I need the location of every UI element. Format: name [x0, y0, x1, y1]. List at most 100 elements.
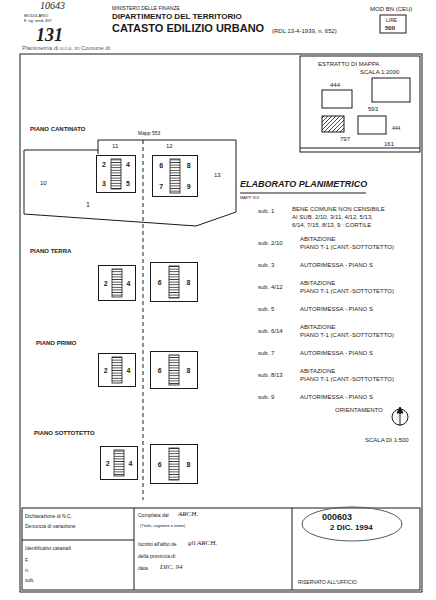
room-number: 8	[186, 461, 190, 468]
room-number: 6	[158, 367, 162, 374]
plan-label: Mapp 553	[138, 131, 160, 136]
plan-label: F.	[25, 558, 29, 563]
plan-label: 10	[40, 180, 47, 186]
plan-label: MAPP 553	[240, 196, 259, 200]
plan-label: Planimetria di u.i.u. in Comune di	[22, 45, 110, 51]
room-number: 7	[159, 183, 163, 190]
plan-block: 24	[100, 446, 138, 480]
plan-label: AUTORIMESSA - PIANO S	[300, 350, 373, 356]
plan-label: Identificativi catastali	[25, 546, 71, 551]
room-number: 8	[186, 279, 190, 286]
map-building	[372, 78, 410, 102]
plan-label: 000603	[322, 513, 352, 522]
plan-label: PIANO T-1 (CANT.-SOTTOTETTO)	[300, 244, 394, 250]
room-number: 2	[102, 161, 106, 168]
stair-symbol	[169, 448, 179, 480]
plan-label: sub. 7	[258, 350, 274, 356]
room-number: 4	[126, 161, 130, 168]
room-number: 4	[126, 280, 130, 287]
map-building-hatched	[322, 116, 344, 132]
title-underline	[240, 193, 366, 194]
plan-label: 444	[392, 126, 400, 131]
plan-label: 10643	[40, 1, 65, 11]
plan-label: sub. 8/13	[258, 372, 283, 378]
stair-symbol	[112, 269, 122, 297]
room-number: 2	[104, 367, 108, 374]
plan-label: sub. 3	[258, 262, 274, 268]
plan-block: 68	[150, 351, 198, 389]
plan-block: 24	[98, 265, 136, 301]
plan-label: sub. 6/14	[258, 328, 283, 334]
plan-label: PIANO TERRA	[30, 248, 71, 254]
plan-block: 24	[98, 353, 136, 387]
plan-label: sub. 2/10	[258, 240, 283, 246]
room-number: 5	[126, 180, 130, 187]
plan-label: ESTRATTO DI MAPPA	[318, 61, 379, 67]
plan-label: LIRE	[386, 18, 397, 23]
room-number: 6	[158, 279, 162, 286]
plan-label: MOD BN (CEU)	[370, 6, 412, 12]
plan-label: 13	[214, 172, 221, 178]
plan-label: PIANO T-1 (CANT.-SOTTOTETTO)	[300, 332, 394, 338]
plan-label: MODULARIO	[24, 14, 48, 18]
plan-label: AI SUB. 2/10, 3/11, 4/12, 5/13,	[292, 214, 373, 220]
office-stamp	[302, 507, 402, 541]
plan-label: (RDL 13-4-1939, n. 652)	[272, 28, 337, 34]
stamp-box	[380, 15, 406, 33]
map-road	[300, 148, 420, 149]
plan-label: 1	[86, 201, 90, 208]
plan-label: 444	[330, 82, 340, 88]
plan-label: SCALA DI 1:500	[365, 437, 409, 443]
plan-label: ABITAZIONE	[300, 324, 335, 330]
plan-label: 593	[368, 106, 378, 112]
lot-outline	[24, 140, 236, 226]
room-number: 2	[104, 280, 108, 287]
plan-label: della provincia di	[138, 554, 175, 559]
room-number: 6	[158, 461, 162, 468]
plan-label: 797	[340, 136, 350, 142]
room-number: 4	[128, 460, 132, 467]
plan-label: data	[138, 566, 148, 571]
dividing-line	[143, 140, 144, 500]
title-block-line	[134, 508, 135, 590]
plan-label: SCALA 1:2000	[360, 69, 399, 75]
stair-symbol	[169, 266, 179, 298]
plan-label: BENE COMUNE NON CENSIBILE	[292, 206, 385, 212]
room-number: 9	[187, 183, 191, 190]
plan-label: sub. 9	[258, 394, 274, 400]
plan-label: sub.	[25, 578, 34, 583]
plan-label: AUTORIMESSA - PIANO S	[300, 306, 373, 312]
plan-label: CATASTO EDILIZIO URBANO	[112, 23, 264, 34]
plan-label: 11	[112, 143, 118, 149]
plan-label: ORIENTAMENTO	[335, 407, 383, 413]
plan-label: 500	[385, 25, 395, 31]
plan-label: sub. 5	[258, 306, 274, 312]
plan-label: 12	[166, 143, 173, 149]
plan-label: MINISTERO DELLE FINANZE	[112, 6, 180, 11]
room-number: 2	[106, 460, 110, 467]
room-number: 8	[187, 162, 191, 169]
room-number: 3	[102, 180, 106, 187]
plan-label: DIC. 94	[160, 564, 183, 571]
plan-label: DIPARTIMENTO DEL TERRITORIO	[112, 13, 242, 21]
plan-block: 2 4 3 5	[96, 155, 136, 193]
plan-label: 161	[384, 141, 394, 147]
room-number: 8	[186, 367, 190, 374]
plan-label: Iscritto all'albo de	[138, 542, 176, 547]
stair-symbol	[112, 357, 122, 383]
plan-label: RISERVATO ALL'UFFICIO	[298, 580, 357, 585]
plan-label: (Titolo, cognome e nome)	[140, 524, 185, 528]
plan-label: PIANO T-1 (CANT.-SOTTOTETTO)	[300, 376, 394, 382]
plan-label: PIANO SOTTOTETTO	[34, 430, 95, 436]
plan-label: sub. 4/12	[258, 284, 283, 290]
sheet-frame	[20, 54, 422, 592]
title-block-line	[292, 508, 293, 590]
stair-symbol	[169, 355, 179, 385]
plan-label: PIANO CANTINATO	[30, 126, 85, 132]
map-building	[322, 90, 352, 108]
plan-label: 2 DIC. 1994	[330, 524, 373, 532]
plan-label: Compilata dal	[138, 513, 169, 518]
wall-line	[98, 150, 99, 154]
